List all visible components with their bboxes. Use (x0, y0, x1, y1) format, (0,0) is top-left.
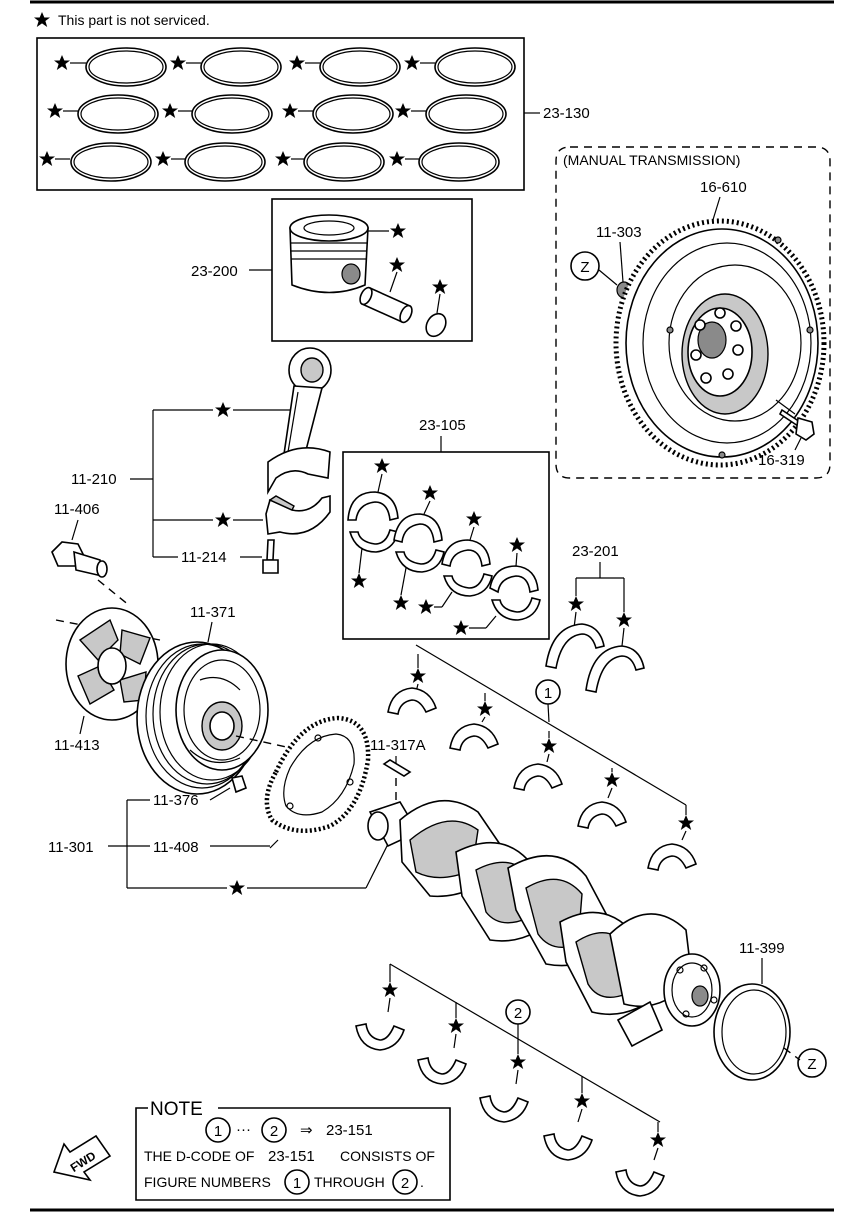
label-11-214: 11-214 (181, 549, 227, 566)
crank-key-icon (382, 759, 412, 777)
z-marker: Z (570, 251, 618, 286)
label-23-201: 23-201 (572, 543, 619, 560)
label-11-399: 11-399 (739, 940, 785, 957)
legend-star-icon (34, 12, 50, 27)
label-11-371: 11-371 (190, 604, 236, 621)
label-11-413: 11-413 (54, 737, 100, 754)
label-23-105: 23-105 (419, 417, 466, 434)
bearing-shell-icon (347, 491, 541, 621)
circle-marker-1: 1 (535, 679, 561, 723)
pickup-plate-icon (264, 715, 371, 834)
svg-text:THE D-CODE OF: THE D-CODE OF (144, 1148, 254, 1164)
rod-bolt-icon (262, 539, 279, 574)
piston-rings-group: 23-130 (36, 37, 590, 191)
svg-text:23-151: 23-151 (326, 1122, 373, 1139)
crankshaft-icon (367, 800, 721, 1048)
conrod-bearings-group: 23-105 (342, 417, 550, 640)
label-11-376: 11-376 (153, 792, 199, 809)
connecting-rod-group: 11-210 11-214 (71, 347, 332, 574)
flywheel-icon (613, 218, 827, 468)
fwd-arrow-icon: FWD (52, 1134, 112, 1182)
label-16-610: 16-610 (700, 179, 747, 196)
svg-text:2: 2 (270, 1123, 278, 1140)
rear-seal-icon (713, 983, 791, 1081)
thrust-washer-icon (545, 623, 645, 693)
svg-text:Z: Z (807, 1056, 816, 1073)
main-bearing-shell-icon (387, 687, 697, 871)
z-marker-seal: Z (797, 1048, 827, 1078)
piston-group: 23-200 (191, 198, 473, 342)
ring-stars (39, 55, 420, 166)
pulley-bolt-icon (51, 541, 108, 578)
svg-text:2: 2 (401, 1175, 409, 1192)
svg-text:23-151: 23-151 (268, 1148, 315, 1165)
svg-text:THROUGH: THROUGH (314, 1174, 385, 1190)
svg-text:⇒: ⇒ (300, 1122, 313, 1139)
thrust-bearings-group: 23-201 (545, 543, 645, 693)
label-16-319: 16-319 (758, 452, 805, 469)
label-11-406: 11-406 (54, 501, 100, 518)
crankshaft-bracket: 11-376 11-301 11-408 (48, 787, 393, 895)
label-11-210: 11-210 (71, 471, 117, 488)
piston-ring-icon (55, 47, 516, 182)
main-bearings-lower-group: 2 (355, 963, 666, 1197)
label-11-408: 11-408 (153, 839, 199, 856)
pulley-group: 11-371 (136, 604, 301, 795)
circle-marker-2: 2 (505, 999, 531, 1040)
note-title: NOTE (150, 1099, 203, 1120)
piston-pin-icon (359, 286, 413, 324)
connecting-rod-icon (267, 347, 332, 496)
flywheel-bolt-icon (778, 408, 815, 441)
legend-text: This part is not serviced. (58, 12, 210, 28)
label-manual-transmission: (MANUAL TRANSMISSION) (563, 152, 740, 168)
label-11-317a: 11-317A (370, 737, 426, 754)
svg-text:1: 1 (544, 685, 552, 702)
note-box: NOTE 1 ··· 2 ⇒ 23-151 THE D-CODE OF 23-1… (135, 1099, 451, 1201)
svg-text:1: 1 (214, 1123, 222, 1140)
label-11-301: 11-301 (48, 839, 94, 856)
flywheel-group: (MANUAL TRANSMISSION) 16-610 11-303 Z (555, 146, 831, 479)
svg-text:FIGURE NUMBERS: FIGURE NUMBERS (144, 1174, 271, 1190)
svg-text:CONSISTS OF: CONSISTS OF (340, 1148, 435, 1164)
main-bearings-upper-group: 1 (387, 644, 697, 871)
lower-bearing-shell-icon (355, 1023, 665, 1197)
svg-text:···: ··· (236, 1121, 251, 1138)
label-23-130: 23-130 (543, 105, 590, 122)
label-11-303: 11-303 (596, 224, 642, 241)
svg-text:.: . (420, 1174, 424, 1190)
rear-seal-group: 11-399 Z (713, 940, 827, 1081)
svg-text:1: 1 (293, 1175, 301, 1192)
piston-icon (289, 214, 369, 294)
svg-text:Z: Z (580, 259, 589, 276)
pickup-plate-group (264, 715, 371, 849)
label-23-200: 23-200 (191, 263, 238, 280)
snap-ring-icon (425, 312, 447, 338)
pulley-icon (136, 641, 269, 795)
svg-text:2: 2 (514, 1005, 522, 1022)
dowel-icon (230, 775, 247, 794)
rod-cap-icon (265, 494, 331, 535)
